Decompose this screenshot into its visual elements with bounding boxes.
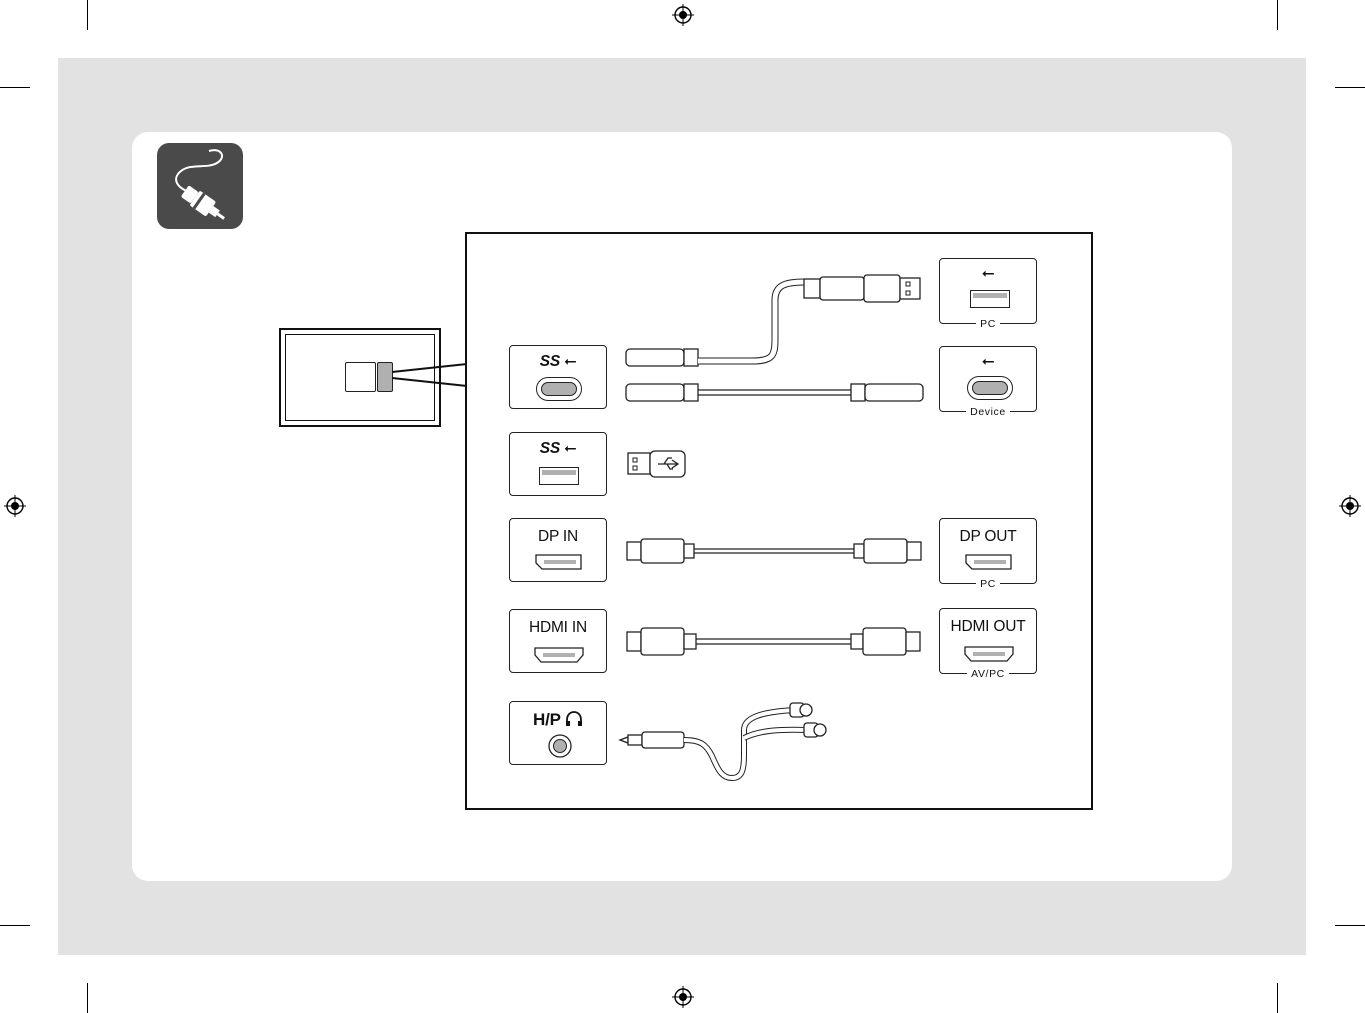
usb-flash-connector: [628, 453, 650, 474]
plug-grip: [804, 279, 820, 298]
device-sub-row: Device: [940, 406, 1036, 418]
usb-c-receptacle-inner: [541, 382, 577, 396]
dp-out-receptacle: [940, 519, 1038, 585]
hdmi-out-sub-label: AV/PC: [967, 668, 1009, 680]
usb-icon: ⭠: [564, 353, 576, 370]
headphone-jack: [510, 702, 608, 766]
hdmi-receptacle: [510, 610, 608, 674]
usb-c-plug: [626, 349, 684, 366]
usb-icon: ⭠: [564, 440, 576, 457]
hdmi-out-receptacle: [940, 609, 1038, 675]
usb-superspeed-icon: SS ⭠: [510, 440, 606, 458]
usb-superspeed-icon: SS ⭠: [510, 353, 606, 371]
dp-out-port: DP OUT PC: [939, 518, 1037, 584]
pc-usb-port: ⭠ PC: [939, 258, 1037, 324]
device-usb-c-port: ⭠ Device: [939, 346, 1037, 412]
device-sub-label: Device: [966, 406, 1010, 418]
usb-a-port-label: SS: [540, 440, 560, 457]
headphone-port: H/P: [509, 701, 607, 765]
jack-tip: [620, 737, 628, 743]
device-usb-c-receptacle-inner: [972, 381, 1008, 395]
usb-a-receptacle-inner: [542, 470, 576, 475]
hdmi-out-sub-row: AV/PC: [940, 668, 1036, 680]
usb-c-port-label: SS: [540, 353, 560, 370]
usb-a-connector: [900, 278, 920, 299]
dp-out-sub-label: PC: [976, 578, 1000, 590]
dp-in-port: DP IN: [509, 518, 607, 582]
pc-usb-receptacle-inner: [973, 293, 1007, 298]
dp-receptacle: [510, 519, 608, 583]
usb-icon: ⭠: [940, 265, 1036, 283]
usb-c-port: SS ⭠: [509, 345, 607, 409]
usb-a-plug-body: [864, 275, 900, 302]
usb-icon: ⭠: [940, 353, 1036, 371]
hdmi-in-port: HDMI IN: [509, 609, 607, 673]
dp-out-sub-row: PC: [940, 578, 1036, 590]
pc-usb-sub-row: PC: [940, 318, 1036, 330]
pc-usb-sub-label: PC: [976, 318, 1000, 330]
hdmi-out-port: HDMI OUT AV/PC: [939, 608, 1037, 674]
usb-a-port: SS ⭠: [509, 432, 607, 496]
usb-a-plug: [820, 277, 864, 300]
plug-grip: [684, 349, 698, 366]
